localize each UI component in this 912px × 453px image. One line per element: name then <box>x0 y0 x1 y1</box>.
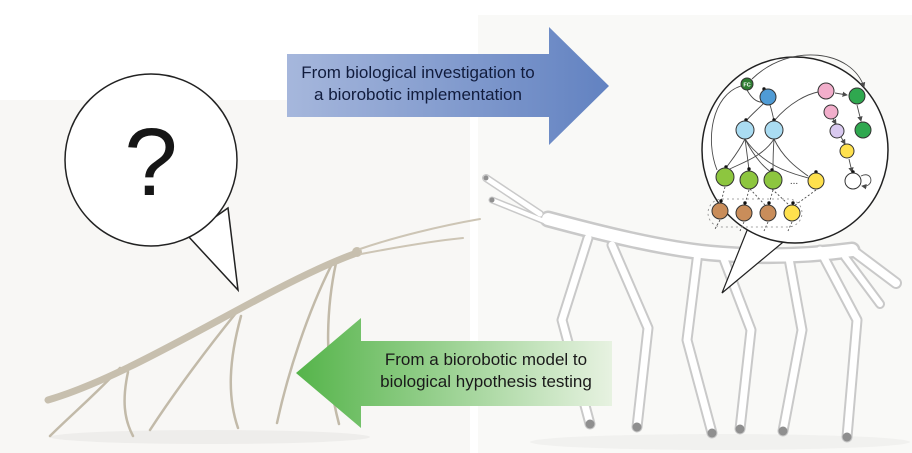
network-node <box>823 104 839 120</box>
question-mark: ? <box>124 109 178 216</box>
network-node <box>715 167 735 187</box>
top-right-arrow <box>287 27 609 145</box>
bottom-left-arrow <box>296 318 612 428</box>
top-arrow-text-line2: a biorobotic implementation <box>314 85 522 104</box>
stick-insect-antennae <box>359 218 481 255</box>
network-node <box>844 172 862 190</box>
network-nodes <box>711 77 872 222</box>
top-arrow-label: From biological investigation to a bioro… <box>290 62 546 106</box>
network-node <box>740 77 754 91</box>
network-callout-circle <box>701 56 889 244</box>
network-node <box>739 170 759 190</box>
network-node <box>759 204 777 222</box>
network-ellipsis: ... <box>790 176 798 187</box>
bottom-arrow-text-line2: biological hypothesis testing <box>380 372 592 391</box>
insect-shadow <box>50 430 370 444</box>
question-bubble-circle <box>64 73 238 247</box>
robot-shadow <box>530 434 910 450</box>
network-node <box>839 143 855 159</box>
network-node <box>759 88 777 106</box>
network-node <box>817 82 835 100</box>
stick-insect-body <box>44 250 358 404</box>
robot-stick-insect <box>482 174 902 443</box>
network-node <box>735 204 753 222</box>
stick-insect-photo <box>44 218 481 438</box>
network-callout: FC ... <box>701 54 889 294</box>
network-node <box>763 170 783 190</box>
fc-node-label: FC <box>743 83 750 89</box>
network-node <box>807 172 825 190</box>
network-node <box>829 123 845 139</box>
bottom-arrow-label: From a biorobotic model to biological hy… <box>366 349 606 393</box>
network-node <box>711 202 729 220</box>
question-speech-bubble <box>64 73 240 293</box>
network-node <box>783 204 801 222</box>
bottom-arrow-text-line1: From a biorobotic model to <box>384 350 588 369</box>
network-node <box>854 121 872 139</box>
network-node <box>764 120 784 140</box>
robot-body-fill <box>483 175 900 441</box>
network-node <box>735 120 755 140</box>
robot-feet <box>483 175 852 442</box>
top-arrow-text-line1: From biological investigation to <box>301 63 535 82</box>
network-node <box>848 87 866 105</box>
